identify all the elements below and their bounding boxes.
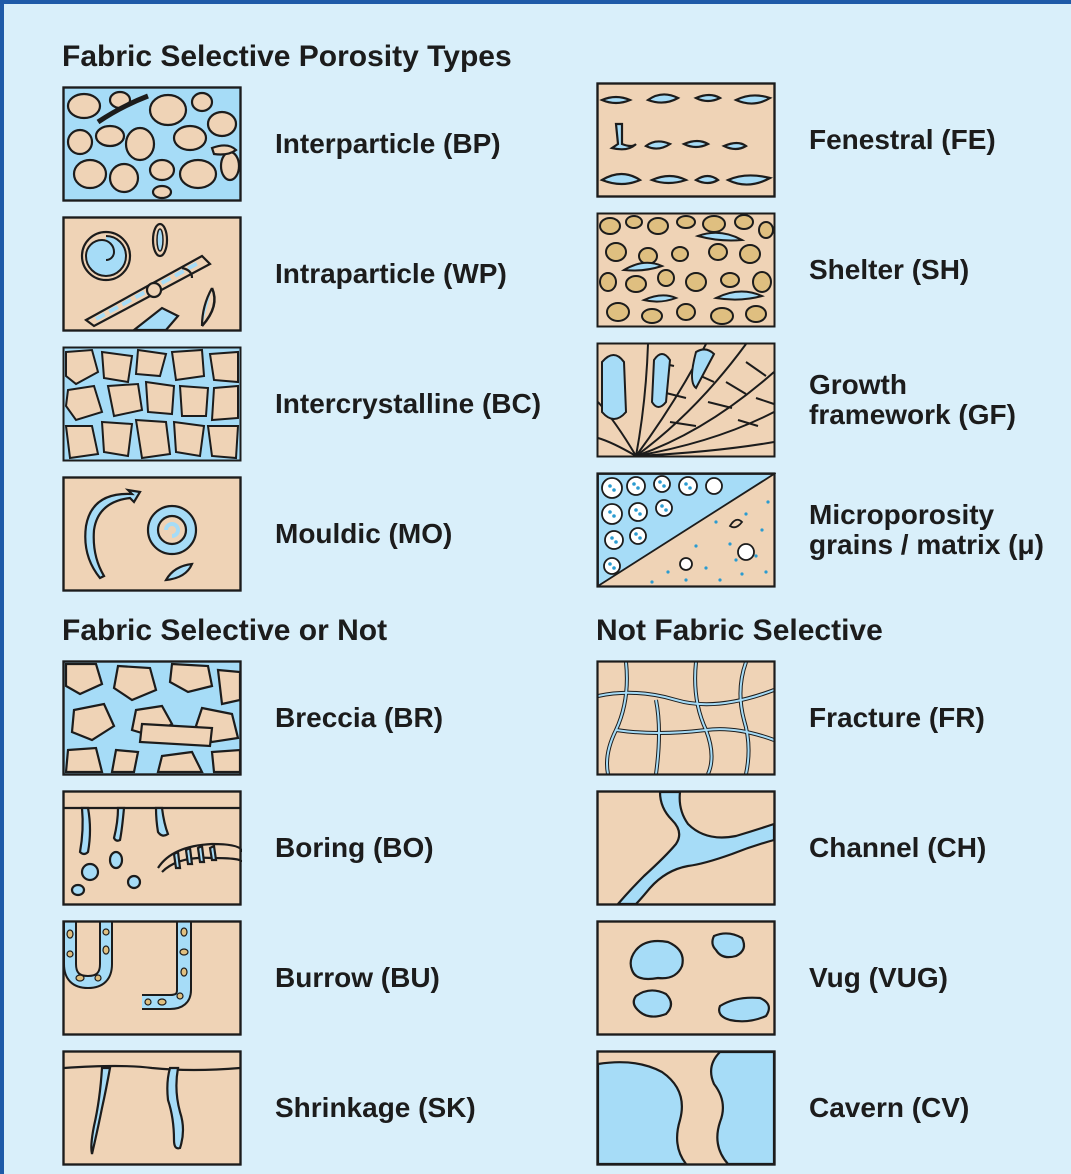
section-heading-fabric-selective: Fabric Selective Porosity Types: [62, 42, 512, 72]
porosity-label-intraparticle: Intraparticle (WP): [275, 216, 575, 332]
porosity-label-growth-framework: Growth framework (GF): [809, 342, 1071, 458]
porosity-label-microporosity: Microporosity grains / matrix (μ): [809, 472, 1071, 588]
burrow-icon: [62, 920, 242, 1036]
porosity-label-fracture: Fracture (FR): [809, 660, 1071, 776]
shrinkage-icon: [62, 1050, 242, 1166]
porosity-label-boring: Boring (BO): [275, 790, 575, 906]
fenestral-icon: [596, 82, 776, 198]
section-heading-fabric-selective-or-not: Fabric Selective or Not: [62, 616, 387, 646]
porosity-label-channel: Channel (CH): [809, 790, 1071, 906]
mouldic-icon: [62, 476, 242, 592]
shelter-icon: [596, 212, 776, 328]
channel-icon: [596, 790, 776, 906]
boring-icon: [62, 790, 242, 906]
porosity-label-burrow: Burrow (BU): [275, 920, 575, 1036]
porosity-label-vug: Vug (VUG): [809, 920, 1071, 1036]
section-heading-not-fabric-selective: Not Fabric Selective: [596, 616, 883, 646]
porosity-label-mouldic: Mouldic (MO): [275, 476, 575, 592]
interparticle-icon: [62, 86, 242, 202]
growth-framework-icon: [596, 342, 776, 458]
porosity-label-fenestral: Fenestral (FE): [809, 82, 1071, 198]
porosity-label-shelter: Shelter (SH): [809, 212, 1071, 328]
porosity-label-intercrystalline: Intercrystalline (BC): [275, 346, 575, 462]
intercrystalline-icon: [62, 346, 242, 462]
microporosity-icon: [596, 472, 776, 588]
breccia-icon: [62, 660, 242, 776]
porosity-label-shrinkage: Shrinkage (SK): [275, 1050, 575, 1166]
porosity-label-interparticle: Interparticle (BP): [275, 86, 575, 202]
porosity-label-cavern: Cavern (CV): [809, 1050, 1071, 1166]
intraparticle-icon: [62, 216, 242, 332]
cavern-icon: [596, 1050, 776, 1166]
porosity-label-breccia: Breccia (BR): [275, 660, 575, 776]
fracture-icon: [596, 660, 776, 776]
vug-icon: [596, 920, 776, 1036]
